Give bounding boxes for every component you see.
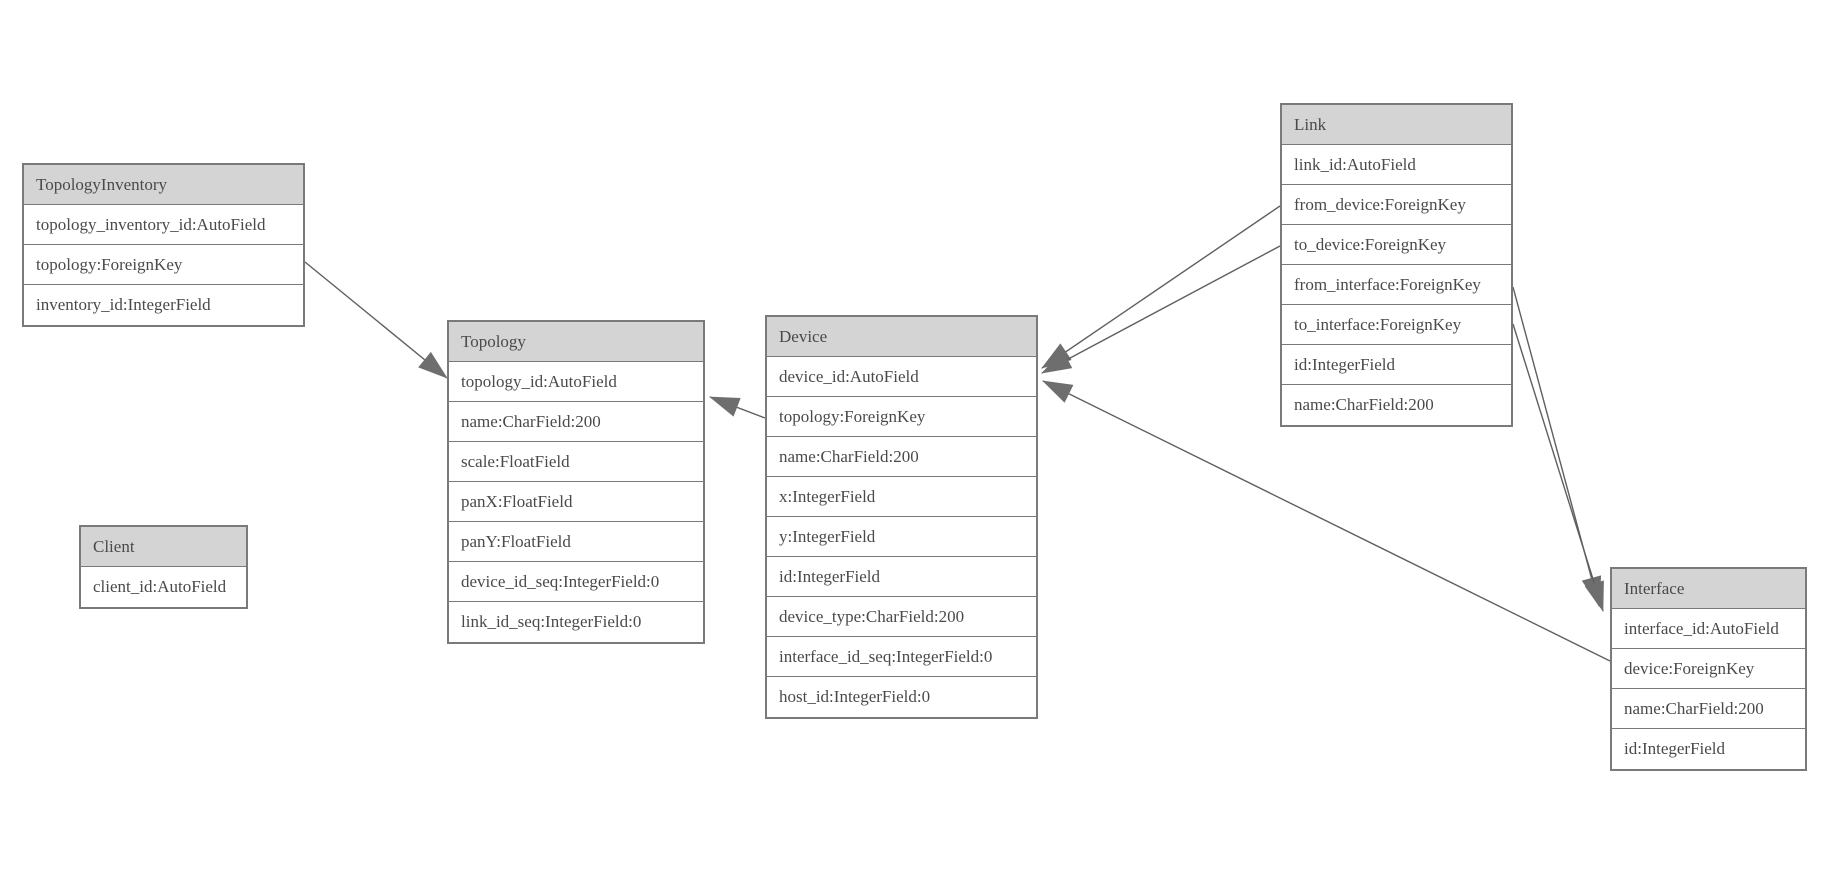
- entity-field-interface-1: device:ForeignKey: [1612, 649, 1805, 689]
- entity-field-device-7: interface_id_seq:IntegerField:0: [767, 637, 1036, 677]
- entity-field-link-3: from_interface:ForeignKey: [1282, 265, 1511, 305]
- entity-field-device-8: host_id:IntegerField:0: [767, 677, 1036, 717]
- entity-field-link-1: from_device:ForeignKey: [1282, 185, 1511, 225]
- entity-field-device-6: device_type:CharField:200: [767, 597, 1036, 637]
- entity-field-device-2: name:CharField:200: [767, 437, 1036, 477]
- entity-title-device: Device: [767, 317, 1036, 357]
- entity-field-interface-2: name:CharField:200: [1612, 689, 1805, 729]
- edge-topologyinventory-topology-to-topology: [304, 261, 448, 379]
- entity-field-interface-3: id:IntegerField: [1612, 729, 1805, 769]
- entity-title-topology: Topology: [449, 322, 703, 362]
- entity-field-interface-0: interface_id:AutoField: [1612, 609, 1805, 649]
- entity-field-topology-6: link_id_seq:IntegerField:0: [449, 602, 703, 642]
- entity-field-link-6: name:CharField:200: [1282, 385, 1511, 425]
- entity-field-device-1: topology:ForeignKey: [767, 397, 1036, 437]
- entity-title-link: Link: [1282, 105, 1511, 145]
- edge-interface-device-to-device: [1042, 380, 1611, 662]
- entity-title-topologyinventory: TopologyInventory: [24, 165, 303, 205]
- entity-field-device-5: id:IntegerField: [767, 557, 1036, 597]
- entity-field-link-4: to_interface:ForeignKey: [1282, 305, 1511, 345]
- entity-field-device-3: x:IntegerField: [767, 477, 1036, 517]
- entity-field-topology-5: device_id_seq:IntegerField:0: [449, 562, 703, 602]
- edge-link-from_device-to-device: [1041, 205, 1281, 369]
- entity-field-topologyinventory-2: inventory_id:IntegerField: [24, 285, 303, 325]
- edge-device-topology-to-topology: [709, 396, 766, 419]
- entity-field-link-0: link_id:AutoField: [1282, 145, 1511, 185]
- entity-field-client-0: client_id:AutoField: [81, 567, 246, 607]
- entity-field-device-4: y:IntegerField: [767, 517, 1036, 557]
- entity-field-topologyinventory-1: topology:ForeignKey: [24, 245, 303, 285]
- entity-field-link-5: id:IntegerField: [1282, 345, 1511, 385]
- entity-field-topology-4: panY:FloatField: [449, 522, 703, 562]
- entity-field-topology-2: scale:FloatField: [449, 442, 703, 482]
- entity-field-topology-1: name:CharField:200: [449, 402, 703, 442]
- entity-field-topologyinventory-0: topology_inventory_id:AutoField: [24, 205, 303, 245]
- entity-title-client: Client: [81, 527, 246, 567]
- entity-field-device-0: device_id:AutoField: [767, 357, 1036, 397]
- edge-link-to_interface-to-interface: [1512, 323, 1604, 612]
- entity-title-interface: Interface: [1612, 569, 1805, 609]
- entity-field-topology-3: panX:FloatField: [449, 482, 703, 522]
- edge-link-to_device-to-device: [1041, 245, 1281, 374]
- entity-field-topology-0: topology_id:AutoField: [449, 362, 703, 402]
- entity-field-link-2: to_device:ForeignKey: [1282, 225, 1511, 265]
